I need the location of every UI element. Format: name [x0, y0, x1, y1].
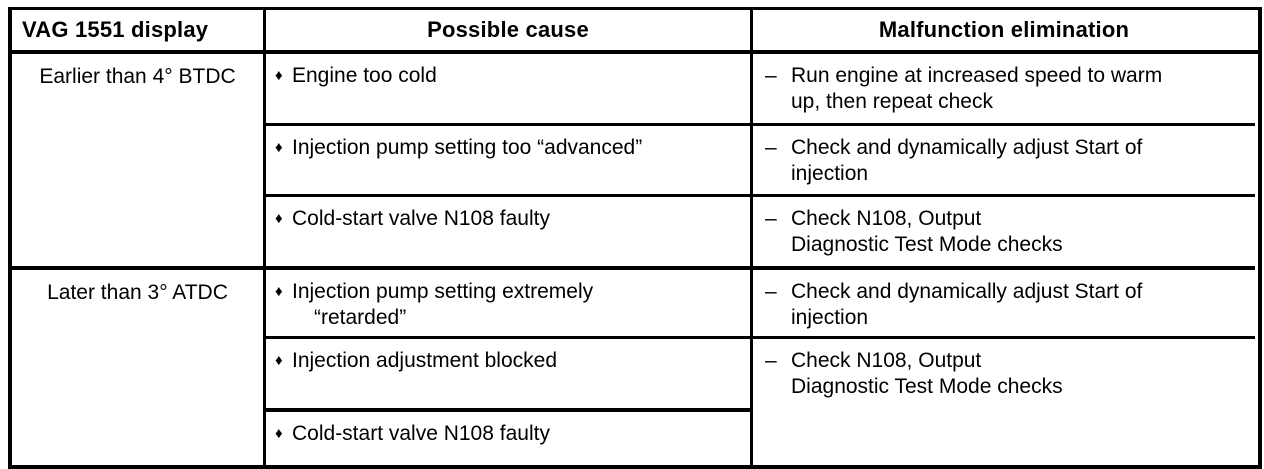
diamond-bullet-icon: ♦: [275, 352, 283, 369]
cause-text: Engine too cold: [292, 64, 437, 87]
cause-text: Injection adjustment blocked: [292, 349, 557, 372]
table-row: – Run engine at increased speed to warm …: [753, 54, 1255, 126]
cause-text: Cold-start valve N108 faulty: [292, 207, 550, 230]
table-header-row: VAG 1551 display Possible cause Malfunct…: [12, 10, 1258, 54]
column-malfunction-elimination: – Run engine at increased speed to warm …: [753, 54, 1255, 465]
table-row: ♦ Injection adjustment blocked: [266, 339, 750, 412]
dash-bullet-icon: –: [765, 280, 777, 303]
diamond-bullet-icon: ♦: [275, 210, 283, 227]
cause-text: Injection pump setting too “advanced”: [292, 136, 643, 159]
cause-text: Injection pump setting extremely: [292, 280, 594, 303]
column-possible-cause: ♦ Engine too cold ♦ Injection pump setti…: [266, 54, 753, 465]
fix-text: Check and dynamically adjust Start of in…: [791, 136, 1143, 185]
diagnostic-table: VAG 1551 display Possible cause Malfunct…: [8, 7, 1262, 469]
table-row: – Check N108, Output Diagnostic Test Mod…: [753, 339, 1255, 465]
table-row: ♦ Injection pump setting too “advanced”: [266, 126, 750, 197]
column-vag-display: Earlier than 4° BTDC Later than 3° ATDC: [12, 54, 266, 465]
column-header-possible-cause: Possible cause: [266, 10, 753, 50]
table-row: ♦ Cold-start valve N108 faulty: [266, 197, 750, 270]
dash-bullet-icon: –: [765, 136, 777, 159]
display-value-group-1: Earlier than 4° BTDC: [12, 54, 263, 270]
column-header-vag-display: VAG 1551 display: [12, 10, 266, 50]
diamond-bullet-icon: ♦: [275, 425, 283, 442]
column-header-malfunction-elimination: Malfunction elimination: [878, 17, 1130, 42]
table-row: – Check N108, Output Diagnostic Test Mod…: [753, 197, 1255, 270]
table-row: – Check and dynamically adjust Start of …: [753, 270, 1255, 339]
dash-bullet-icon: –: [765, 349, 777, 372]
diamond-bullet-icon: ♦: [275, 283, 283, 300]
dash-bullet-icon: –: [765, 64, 777, 87]
cause-text: Cold-start valve N108 faulty: [292, 422, 550, 445]
table-row: – Check and dynamically adjust Start of …: [753, 126, 1255, 197]
table-body: Earlier than 4° BTDC Later than 3° ATDC …: [12, 54, 1258, 465]
cause-text-continued: “retarded”: [314, 306, 407, 329]
diamond-bullet-icon: ♦: [275, 139, 283, 156]
diamond-bullet-icon: ♦: [275, 67, 283, 84]
fix-text: Run engine at increased speed to warm up…: [791, 64, 1163, 113]
table-row: ♦ Cold-start valve N108 faulty: [266, 412, 750, 465]
dash-bullet-icon: –: [765, 207, 777, 230]
display-value-group-2: Later than 3° ATDC: [47, 281, 228, 304]
fix-text: Check N108, Output Diagnostic Test Mode …: [791, 349, 1063, 398]
fix-text: Check N108, Output Diagnostic Test Mode …: [791, 207, 1063, 256]
fix-text: Check and dynamically adjust Start of in…: [791, 280, 1143, 329]
table-row: ♦ Injection pump setting extremely “reta…: [266, 270, 750, 339]
table-row: ♦ Engine too cold: [266, 54, 750, 126]
